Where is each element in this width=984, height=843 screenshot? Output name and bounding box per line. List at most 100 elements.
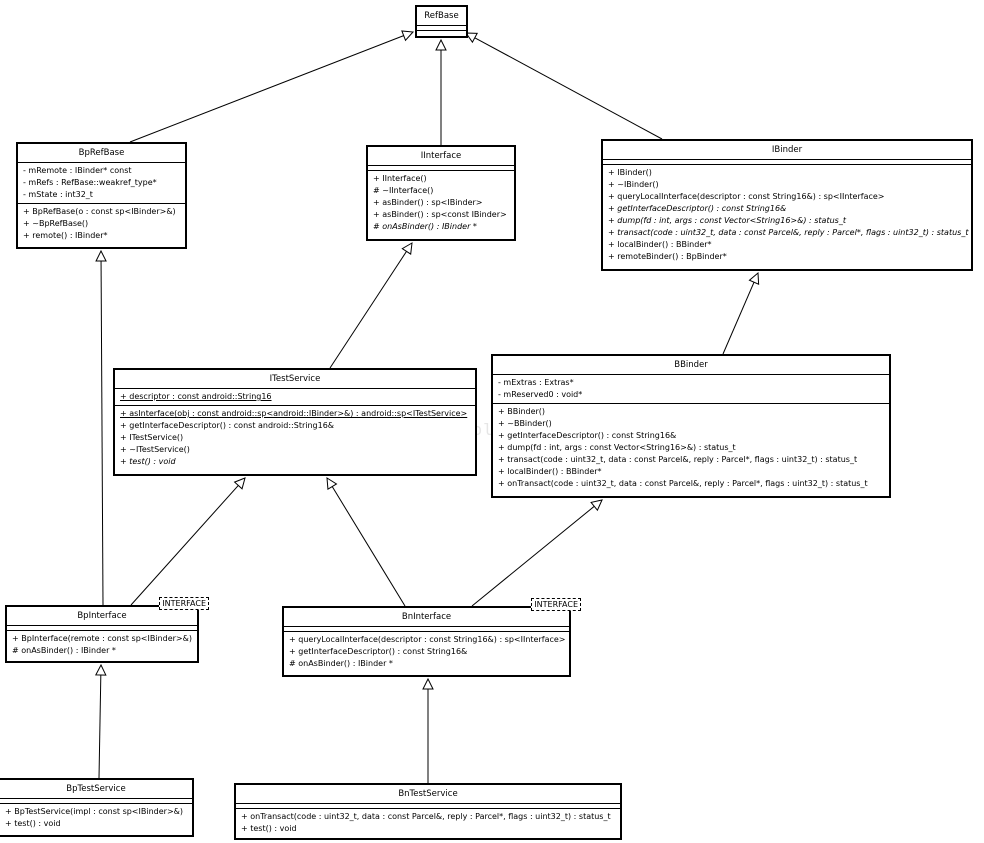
operations-section: + BpRefBase(o : const sp<IBinder>&) + ~Bp… [18,204,185,244]
class-name: BpInterface [77,611,127,621]
operations-section: + IInterface() # ~IInterface() + asBinder(… [368,171,514,235]
generalization-line-bpinterface-to-itestservice [130,485,239,606]
operations-section-divider [603,164,971,165]
operation-row: + queryLocalInterface(descriptor : const… [608,192,885,201]
operation-row: + dump(fd : int, args : const Vector<Str… [608,216,846,225]
operation-row: + test() : void [241,824,297,833]
inheritance-arrowhead-icon [590,499,603,512]
inheritance-arrowhead-icon [95,249,107,262]
operation-row: + getInterfaceDescriptor() : const Strin… [289,647,468,656]
class-bprefbase[interactable]: BpRefBase- mRemote : IBinder* const- mRe… [16,142,187,249]
inheritance-arrowhead-icon [326,477,338,490]
inheritance-arrowhead-icon [233,477,246,490]
class-name: BpTestService [66,784,126,794]
class-iinterface[interactable]: IInterface+ IInterface()# ~IInterface()+… [366,145,516,241]
class-name: BpRefBase [78,148,125,158]
attribute-row: - mReserved0 : void* [498,390,583,399]
operations-section-divider [0,803,192,804]
class-name: BnTestService [398,789,458,799]
attributes-section: - mRemote : IBinder* const - mRefs : RefB… [18,163,185,203]
operation-row: + test() : void [120,457,176,466]
inheritance-arrowhead-icon [748,271,760,285]
operation-row: + BpInterface(remote : const sp<IBinder>… [12,634,192,643]
operation-row: + asBinder() : sp<const IBinder> [373,210,507,219]
class-bninterface[interactable]: BnInterface + queryLocalInterface(descrip… [282,598,581,677]
operation-row: + BpTestService(impl : const sp<IBinder>… [5,807,184,816]
operation-row: + localBinder() : BBinder* [608,240,712,249]
generalization-line-bninterface-to-itestservice [331,486,406,607]
operation-row: + ~IBinder() [608,180,659,189]
attribute-row: - mRefs : RefBase::weakref_type* [23,178,157,187]
operations-section: + onTransact(code : uint32_t, data : con… [236,809,620,837]
generalization-line-bninterface-to-bbinder [471,505,595,607]
attributes-section: + descriptor : const android::String16 [115,389,475,405]
inheritance-arrowhead-icon [435,38,447,51]
operation-row: + IInterface() [373,174,427,183]
operation-row: + queryLocalInterface(descriptor : const… [289,635,566,644]
operation-row: + BpRefBase(o : const sp<IBinder>&) [23,207,176,216]
operation-row: + ~BBinder() [498,419,552,428]
attributes-section-divider [417,25,466,26]
operations-section-divider [417,30,466,31]
class-name: IInterface [420,151,462,161]
inheritance-arrowhead-icon [422,677,434,690]
operation-row: + asBinder() : sp<IBinder> [373,198,483,207]
class-refbase[interactable]: RefBase [415,5,468,38]
attribute-row: + descriptor : const android::String16 [120,392,272,401]
operations-section-divider [18,203,185,204]
stereotype-tag: INTERFACE [159,597,209,610]
operation-row: + BBinder() [498,407,546,416]
operation-row: + test() : void [5,819,61,828]
operations-section: + asInterface(obj : const android::sp<an… [115,406,475,470]
operation-row: # onAsBinder() : IBinder * [289,659,393,668]
operation-row: + ~BpRefBase() [23,219,89,228]
class-name: RefBase [424,11,459,21]
generalization-line-bpinterface-to-bprefbase [100,260,104,606]
operation-row: # onAsBinder() : IBinder * [373,222,477,231]
operation-row: + remote() : IBinder* [23,231,108,240]
operation-row: + IBinder() [608,168,652,177]
inheritance-arrowhead-icon [95,663,107,676]
operation-row: # ~IInterface() [373,186,434,195]
operations-section: + BpTestService(impl : const sp<IBinder>… [0,804,192,832]
operation-row: + ITestService() [120,433,184,442]
operation-row: + dump(fd : int, args : const Vector<Str… [498,443,736,452]
operation-row: + onTransact(code : uint32_t, data : con… [241,812,611,821]
attributes-section-divider [603,159,971,160]
class-name: BBinder [674,360,708,370]
class-bntestservice[interactable]: BnTestService + onTransact(code : uint32_… [234,783,622,840]
class-bptestservice[interactable]: BpTestService + BpTestService(impl : cons… [0,778,194,837]
operations-section-divider [236,808,620,809]
operation-row: + localBinder() : BBinder* [498,467,602,476]
operations-section-divider [368,170,514,171]
operations-section: + IBinder() + ~IBinder() + queryLocalInter… [603,165,971,265]
operations-section-divider [7,630,197,631]
class-name: BnInterface [401,612,452,622]
operation-row: + remoteBinder() : BpBinder* [608,252,727,261]
attributes-section-divider [236,803,620,804]
operations-section: + queryLocalInterface(descriptor : const… [284,632,569,672]
operations-section: + BpInterface(remote : const sp<IBinder>… [7,631,197,659]
operation-row: + transact(code : uint32_t, data : const… [608,228,969,237]
operations-section-divider [493,403,889,404]
operation-row: + getInterfaceDescriptor() : const andro… [120,421,335,430]
class-bpinterface[interactable]: BpInterface + BpInterface(remote : const … [5,597,209,663]
class-bbinder[interactable]: BBinder- mExtras : Extras*- mReserved0 :… [491,354,891,498]
attributes-section-divider [284,626,569,627]
operations-section: + BBinder()+ ~BBinder()+ getInterfaceDes… [493,404,889,492]
attributes-section-divider [493,374,889,375]
operation-row: # onAsBinder() : IBinder * [12,646,116,655]
operations-section [417,31,466,35]
operations-section-divider [115,405,475,406]
generalization-line-bbinder-to-ibinder [722,281,755,355]
operation-row: + onTransact(code : uint32_t, data : con… [498,479,868,488]
class-ibinder[interactable]: IBinder+ IBinder()+ ~IBinder()+ queryLoc… [601,139,973,271]
operations-section-divider [284,631,569,632]
generalization-line-ibinder-to-refbase [474,37,663,140]
inheritance-arrowhead-icon [465,32,478,44]
class-itestservice[interactable]: ITestService+ descriptor : const android… [113,368,477,476]
attribute-row: - mRemote : IBinder* const [23,166,132,175]
operation-row: + transact(code : uint32_t, data : const… [498,455,858,464]
inheritance-arrowhead-icon [401,242,413,255]
